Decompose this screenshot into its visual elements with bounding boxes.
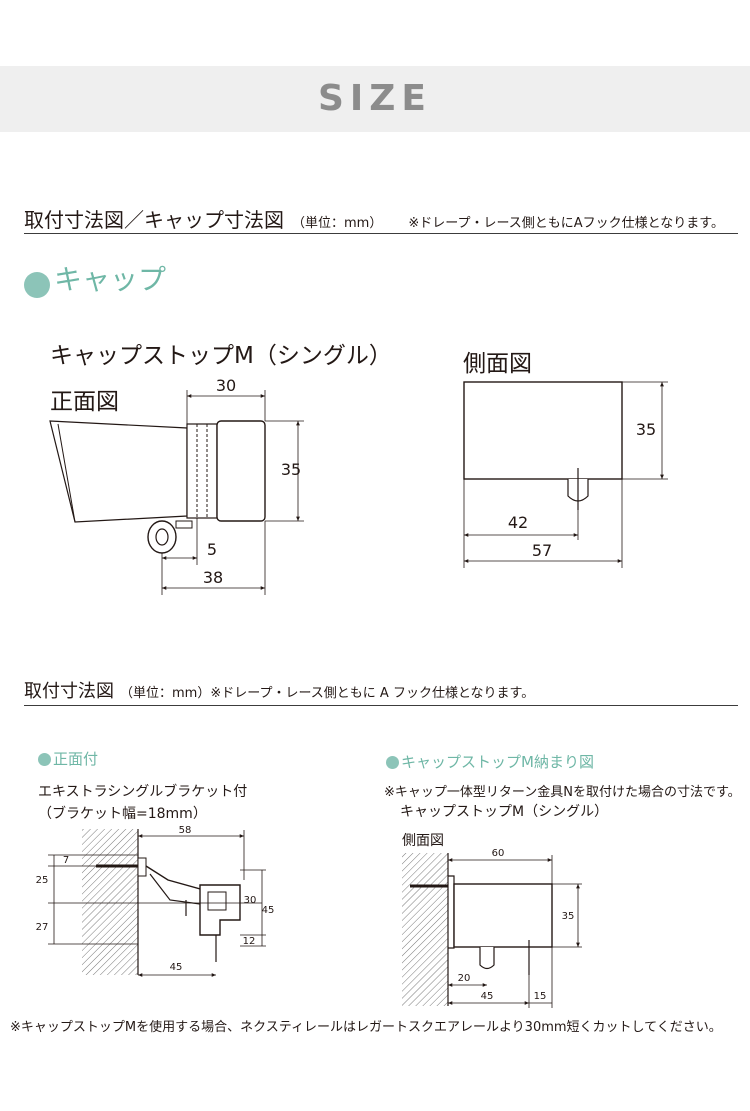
capstop-fit-label: キャップストップM納まり図 [401,753,594,771]
cap-label: キャップ [54,263,167,296]
capstop-fit-drawing: 60 35 20 45 15 [402,848,582,1008]
dim-front-height: 35 [281,460,301,479]
bracket-arm-lower [149,873,201,905]
cap-front-view-label: 正面図 [50,389,119,415]
capstop-fit-label-row: キャップストップM納まり図 [386,751,594,772]
cap-side-drawing: 35 42 57 [463,381,668,568]
front-mount-label: 正面付 [53,750,99,768]
fit-wall-hatch [402,853,448,1006]
rail-edge [57,423,76,523]
fm-dim-45: 45 [262,905,275,916]
section2-rule [24,705,738,706]
fit-dim-20: 20 [458,973,471,984]
fit-dim-height: 35 [562,911,575,922]
dim-front-bottom: 38 [203,568,223,587]
capstop-fit-note: ※キャップ一体型リターン金具Nを取付けた場合の寸法です。 [384,785,741,800]
front-mount-label-row: 正面付 [38,748,98,769]
fit-cap-body [453,883,553,948]
fit-bracket [448,875,455,949]
fm-dim-7: 7 [63,855,69,866]
cap-label-row: キャップ [24,258,166,298]
dim-side-width: 57 [532,541,552,560]
wall-hatch [82,829,138,975]
cap-side-body [463,381,623,480]
fit-dim-top: 60 [492,848,505,859]
bracket-base [137,857,147,877]
banner-title: SIZE [317,78,433,119]
capstop-fit-side-view-label: 側面図 [402,833,444,849]
fit-runner [479,947,495,970]
size-banner [0,66,750,132]
section2-title: 取付寸法図 [24,681,114,702]
dim-side-inner: 42 [508,513,528,532]
section1-note: ※ドレープ・レース側ともにAフック仕様となります。 [408,216,724,231]
fit-dim-45: 45 [481,991,494,1002]
section2-rest: （単位：mm）※ドレープ・レース側ともに A フック仕様となります。 [120,686,535,701]
cap-product-name: キャップストップM（シングル） [50,343,392,369]
fm-dim-12: 12 [243,936,256,947]
front-mount-line1: エキストラシングルブラケット付 [38,784,248,800]
front-mount-dot-icon [38,753,51,766]
fm-dim-30: 30 [244,895,257,906]
fit-dim-15: 15 [534,991,547,1002]
cap-side-view-label: 側面図 [463,351,532,377]
cap-front-drawing: 30 35 5 38 [49,376,304,595]
cap-stop-block [216,420,266,522]
front-mount-line2: （ブラケット幅=18mm） [38,806,207,822]
section2-heading: 取付寸法図 （単位：mm）※ドレープ・レース側ともに A フック仕様となります。 [24,677,534,703]
cap-dot-icon [24,271,50,298]
section1-heading: 取付寸法図／キャップ寸法図 （単位：mm） ※ドレープ・レース側ともにAフック仕様と… [24,204,724,233]
runner-hook-inner [155,528,169,546]
dim-front-top: 30 [216,376,236,395]
runner-link [175,520,193,529]
front-mount-drawing: 58 7 25 30 45 27 12 45 [36,825,275,977]
section1-title: 取付寸法図／キャップ寸法図 [24,208,284,232]
cap-bracket [186,423,218,519]
fm-dim-27: 27 [36,922,49,933]
section1-rule [24,233,738,234]
capstop-fit-dot-icon [386,756,399,769]
rail-inner [207,891,227,911]
capstop-fit-product: キャップストップM（シングル） [400,804,609,820]
dim-side-height: 35 [636,420,656,439]
section1-unit: （単位：mm） [292,216,383,231]
fm-dim-25: 25 [36,875,49,886]
rail-body [49,420,188,523]
dim-front-inner: 5 [207,540,217,559]
fm-dim-top: 58 [179,825,192,836]
footer-note: ※キャップストップMを使用する場合、ネクスティレールはレガートスクエアレールより… [10,1020,722,1035]
fm-dim-bottom: 45 [170,962,183,973]
